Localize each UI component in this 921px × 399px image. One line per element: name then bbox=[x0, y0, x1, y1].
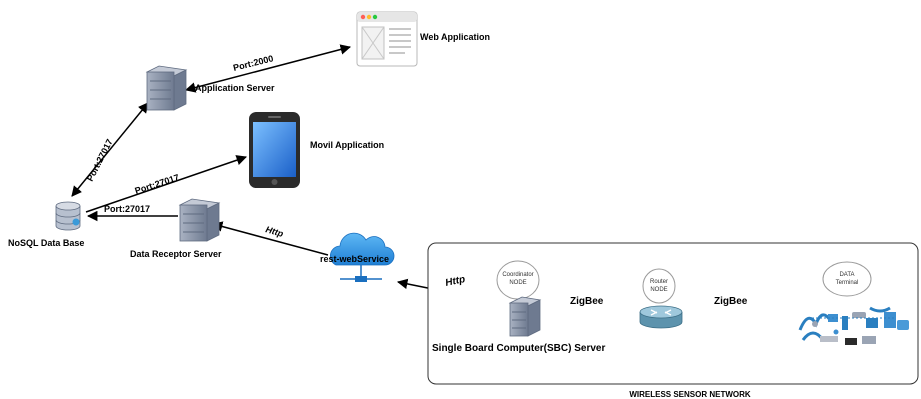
link-ws-receptor bbox=[211, 221, 329, 256]
coordinator-line1: Coordinator bbox=[502, 272, 533, 278]
wsn-title: WIRELESS SENSOR NETWORK bbox=[629, 390, 751, 399]
app-server-label: Application Server bbox=[195, 83, 275, 93]
nosql-db-label: NoSQL Data Base bbox=[8, 238, 84, 248]
port-27017-movil-label: Port:27017 bbox=[134, 172, 181, 196]
link-appserver-webapp bbox=[184, 44, 352, 93]
port-27017-vertical-label: Port:27017 bbox=[85, 137, 115, 183]
rest-ws-label: rest-webService bbox=[320, 254, 389, 264]
sbc-server-node[interactable]: Single Board Computer(SBC) Server bbox=[432, 296, 605, 354]
nosql-db-node[interactable]: NoSQL Data Base bbox=[8, 201, 84, 248]
zigbee-left-label: ZigBee bbox=[570, 296, 604, 307]
movil-app-label: Movil Application bbox=[310, 140, 384, 150]
data-terminal-node[interactable]: DATA Terminal bbox=[798, 261, 909, 345]
router-icon bbox=[639, 305, 683, 329]
router-node[interactable]: Router NODE bbox=[639, 268, 683, 329]
smartphone-icon bbox=[249, 112, 300, 188]
cloud-network-icon bbox=[329, 232, 395, 282]
router-bubble bbox=[642, 268, 676, 304]
data-receptor-node[interactable]: Data Receptor Server bbox=[130, 198, 222, 259]
sbc-server-icon bbox=[508, 296, 542, 337]
app-server-node[interactable]: Application Server bbox=[145, 65, 275, 111]
data-terminal-bubble bbox=[822, 261, 872, 297]
sensor-devices-icon bbox=[798, 306, 909, 345]
coordinator-line2: NODE bbox=[509, 280, 526, 286]
router-line2: NODE bbox=[650, 287, 667, 293]
data-receptor-icon bbox=[178, 198, 221, 242]
data-terminal-line1: DATA bbox=[839, 272, 854, 278]
web-app-node[interactable]: Web Application bbox=[356, 11, 490, 67]
link-db-appserver bbox=[71, 102, 149, 197]
link-db-movil bbox=[85, 155, 247, 213]
router-line1: Router bbox=[650, 279, 668, 285]
database-icon bbox=[55, 201, 81, 231]
port-2000-label: Port:2000 bbox=[232, 53, 274, 73]
rest-ws-node[interactable]: rest-webService bbox=[320, 232, 395, 282]
data-receptor-label: Data Receptor Server bbox=[130, 249, 222, 259]
http-receptor-label: Http bbox=[264, 224, 285, 239]
zigbee-right-label: ZigBee bbox=[714, 296, 748, 307]
http-sbc-label: Http bbox=[444, 274, 466, 289]
browser-window-icon bbox=[356, 11, 418, 67]
movil-app-node[interactable]: Movil Application bbox=[249, 112, 384, 188]
sbc-server-label: Single Board Computer(SBC) Server bbox=[432, 343, 605, 354]
data-terminal-line2: Terminal bbox=[836, 280, 859, 286]
web-app-label: Web Application bbox=[420, 32, 490, 42]
app-server-icon bbox=[145, 65, 188, 111]
port-27017-receptor-label: Port:27017 bbox=[104, 204, 150, 214]
coordinator-node[interactable]: Coordinator NODE bbox=[496, 260, 540, 300]
